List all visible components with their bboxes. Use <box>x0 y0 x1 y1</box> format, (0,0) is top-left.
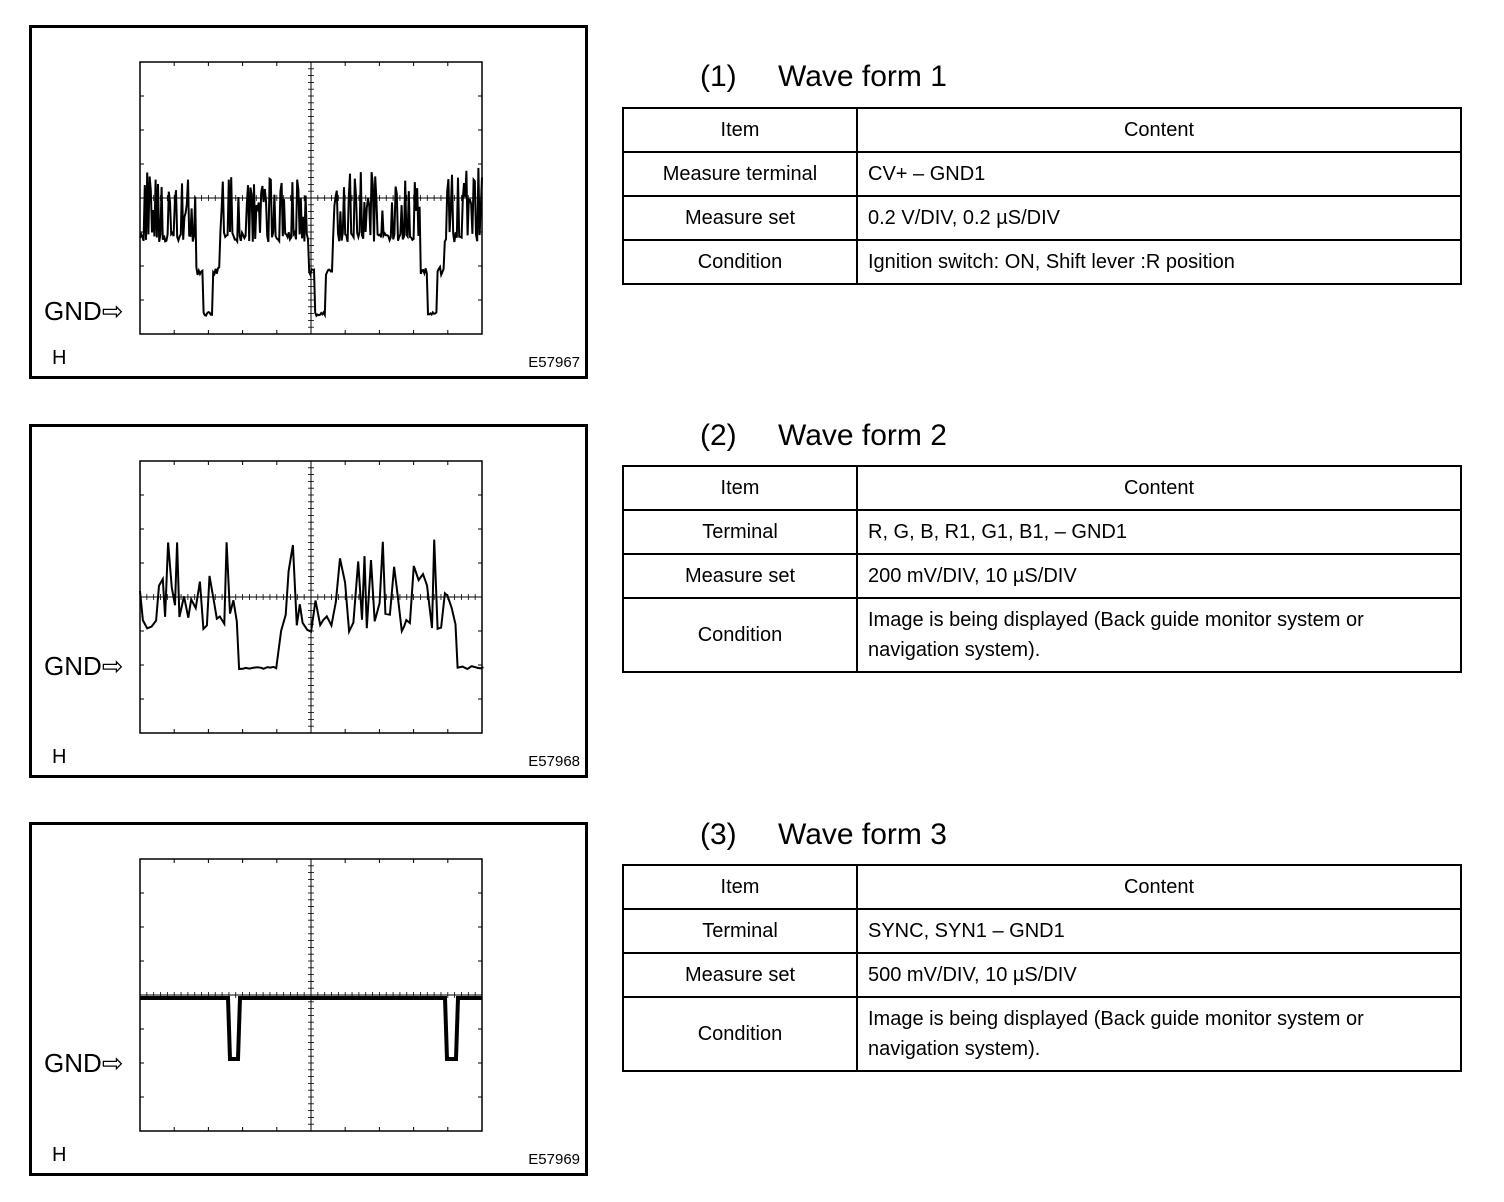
right-arrow-icon: ⇨ <box>101 651 124 681</box>
gnd-label: GND⇨ <box>44 296 124 326</box>
oscilloscope-screen-3 <box>139 858 483 1132</box>
oscilloscope-panel-1: GND⇨ H E57967 <box>29 25 588 379</box>
h-label: H <box>52 1144 67 1166</box>
header-content: Content <box>856 107 1462 153</box>
header-item: Item <box>622 864 858 910</box>
table-header-row: Item Content <box>622 465 1462 511</box>
waveform-trace-2 <box>139 539 484 671</box>
header-content: Content <box>856 465 1462 511</box>
table-header-row: Item Content <box>622 864 1462 910</box>
table-row: Measure set 500 mV/DIV, 10 µS/DIV <box>622 952 1462 998</box>
row-item: Measure set <box>622 553 858 599</box>
row-item: Terminal <box>622 908 858 954</box>
row-content: Image is being displayed (Back guide mon… <box>856 597 1462 673</box>
waveform-title-1: (1)Wave form 1 <box>700 60 947 93</box>
table-row: Terminal SYNC, SYN1 – GND1 <box>622 908 1462 954</box>
waveform-trace-3 <box>140 996 482 1061</box>
row-content: Image is being displayed (Back guide mon… <box>856 996 1462 1072</box>
waveform-trace-1 <box>139 167 483 319</box>
row-item: Measure set <box>622 195 858 241</box>
h-label: H <box>52 746 67 768</box>
waveform-title-3: (3)Wave form 3 <box>700 818 947 851</box>
table-header-row: Item Content <box>622 107 1462 153</box>
spec-table-2: Item Content Terminal R, G, B, R1, G1, B… <box>622 465 1462 673</box>
scope-grid-1 <box>139 61 483 335</box>
oscilloscope-screen-2 <box>139 460 484 734</box>
spec-table-1: Item Content Measure terminal CV+ – GND1… <box>622 107 1462 285</box>
h-label: H <box>52 347 67 369</box>
header-item: Item <box>622 107 858 153</box>
row-item: Measure terminal <box>622 151 858 197</box>
row-content: 500 mV/DIV, 10 µS/DIV <box>856 952 1462 998</box>
row-item: Condition <box>622 996 858 1072</box>
row-content: Ignition switch: ON, Shift lever :R posi… <box>856 239 1462 285</box>
oscilloscope-panel-3: GND⇨ H E57969 <box>29 822 588 1176</box>
spec-table-3: Item Content Terminal SYNC, SYN1 – GND1 … <box>622 864 1462 1072</box>
row-content: 200 mV/DIV, 10 µS/DIV <box>856 553 1462 599</box>
table-row: Terminal R, G, B, R1, G1, B1, – GND1 <box>622 509 1462 555</box>
figure-code: E57969 <box>528 1151 580 1168</box>
table-row: Condition Image is being displayed (Back… <box>622 597 1462 673</box>
row-content: CV+ – GND1 <box>856 151 1462 197</box>
gnd-label: GND⇨ <box>44 651 124 681</box>
row-content: R, G, B, R1, G1, B1, – GND1 <box>856 509 1462 555</box>
row-item: Measure set <box>622 952 858 998</box>
header-item: Item <box>622 465 858 511</box>
waveform-title-2: (2)Wave form 2 <box>700 419 947 452</box>
row-content: SYNC, SYN1 – GND1 <box>856 908 1462 954</box>
row-item: Condition <box>622 239 858 285</box>
table-row: Condition Image is being displayed (Back… <box>622 996 1462 1072</box>
figure-code: E57968 <box>528 753 580 770</box>
scope-grid-2 <box>139 460 483 734</box>
right-arrow-icon: ⇨ <box>101 1048 124 1078</box>
row-item: Condition <box>622 597 858 673</box>
gnd-label: GND⇨ <box>44 1048 124 1078</box>
oscilloscope-panel-2: GND⇨ H E57968 <box>29 424 588 778</box>
table-row: Condition Ignition switch: ON, Shift lev… <box>622 239 1462 285</box>
table-row: Measure set 200 mV/DIV, 10 µS/DIV <box>622 553 1462 599</box>
right-arrow-icon: ⇨ <box>101 296 124 326</box>
oscilloscope-screen-1 <box>139 61 483 335</box>
scope-grid-3 <box>139 858 483 1132</box>
figure-code: E57967 <box>528 354 580 371</box>
row-item: Terminal <box>622 509 858 555</box>
table-row: Measure set 0.2 V/DIV, 0.2 µS/DIV <box>622 195 1462 241</box>
row-content: 0.2 V/DIV, 0.2 µS/DIV <box>856 195 1462 241</box>
header-content: Content <box>856 864 1462 910</box>
table-row: Measure terminal CV+ – GND1 <box>622 151 1462 197</box>
